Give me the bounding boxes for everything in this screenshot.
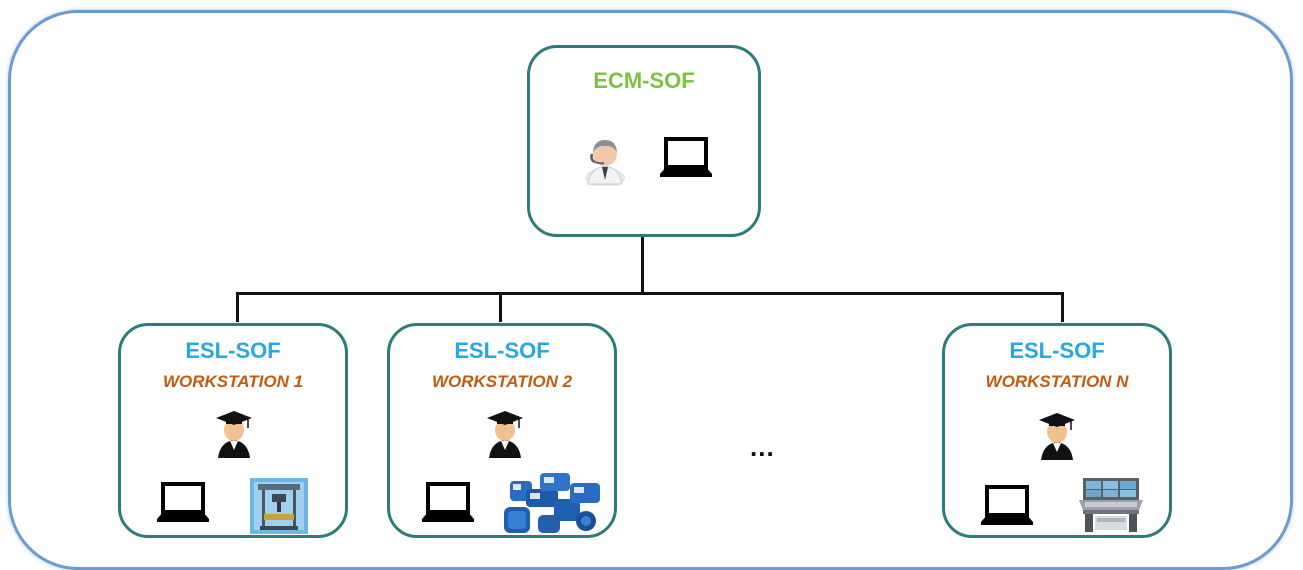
- ws1-title: ESL-SOF: [185, 338, 281, 363]
- robot-arm-icon: [504, 473, 600, 533]
- ecm-sof-node: ECM-SOF: [527, 45, 761, 237]
- ws2-subtitle: WORKSTATION 2: [431, 372, 573, 391]
- student-graduate-icon: [216, 411, 252, 458]
- ellipsis: ...: [750, 432, 775, 462]
- 3d-printer-icon: [250, 478, 308, 534]
- laptop-icon: [157, 482, 209, 522]
- ws1-subtitle: WORKSTATION 1: [162, 372, 304, 391]
- ws2-title: ESL-SOF: [454, 338, 550, 363]
- wsn-subtitle: WORKSTATION N: [985, 372, 1129, 391]
- connector-vertical-top: [641, 236, 644, 294]
- student-graduate-icon: [1039, 413, 1075, 460]
- connector-wsn: [1061, 292, 1064, 322]
- workstation-2-node: ESL-SOF WORKSTATION 2: [387, 323, 617, 538]
- connector-ws2: [499, 292, 502, 322]
- wsn-title: ESL-SOF: [1009, 338, 1105, 363]
- connector-horizontal: [236, 292, 1064, 295]
- laptop-icon: [981, 485, 1033, 525]
- laptop-icon: [660, 137, 712, 177]
- student-graduate-icon: [487, 411, 523, 458]
- laptop-icon: [422, 482, 474, 522]
- workstation-n-node: ESL-SOF WORKSTATION N: [942, 323, 1172, 538]
- control-console-icon: [1079, 478, 1143, 532]
- connector-ws1: [236, 292, 239, 322]
- manager-person-icon: [585, 140, 625, 186]
- workstation-1-node: ESL-SOF WORKSTATION 1: [118, 323, 348, 538]
- ecm-sof-title: ECM-SOF: [593, 68, 695, 93]
